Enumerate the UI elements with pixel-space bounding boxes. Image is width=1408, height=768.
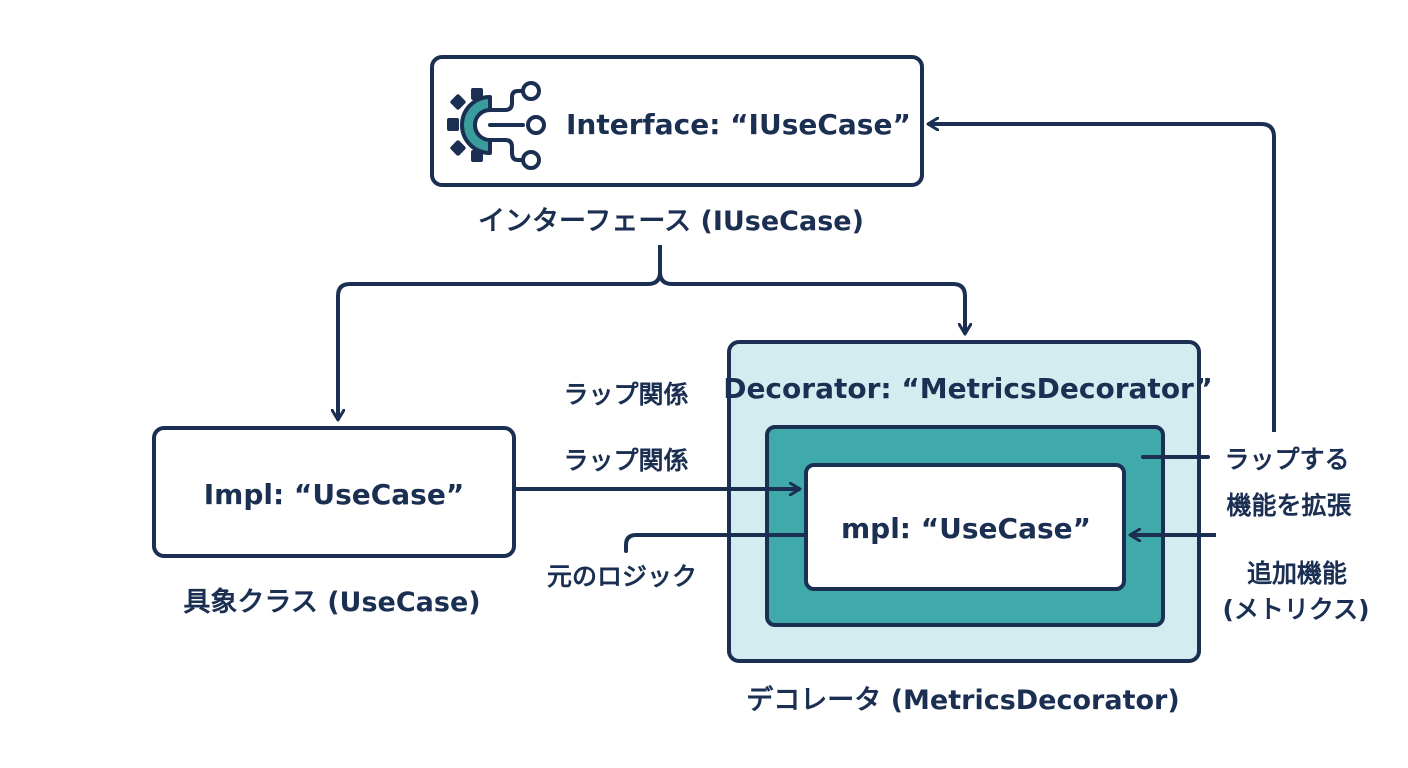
decorator-caption: デコレータ (MetricsDecorator) <box>746 684 1179 716</box>
impl-caption: 具象クラス (UseCase) <box>183 586 480 618</box>
added-function-label: 追加機能 <box>1247 559 1347 588</box>
decorator-to-interface-arrow <box>928 124 1276 432</box>
interface-to-decorator-arrow <box>658 271 965 334</box>
extends-function-label: 機能を拡張 <box>1226 491 1352 520</box>
wrap-relation-label-1: ラップ関係 <box>563 380 688 409</box>
gear-circuit-icon <box>447 81 546 170</box>
interface-box-label: Interface: “IUseCase” <box>566 108 911 141</box>
original-logic-label: 元のロジック <box>547 562 697 591</box>
interface-caption: インターフェース (IUseCase) <box>478 206 864 237</box>
original-logic-connector <box>624 533 808 553</box>
wrapped-impl-box <box>804 463 1126 591</box>
metrics-label: (メトリクス) <box>1222 595 1369 624</box>
impl-box-label: Impl: “UseCase” <box>204 478 464 511</box>
wrap-relation-label-2: ラップ関係 <box>563 446 688 475</box>
wraps-label: ラップする <box>1224 445 1349 474</box>
interface-box <box>430 55 924 187</box>
wrapped-impl-label: mpl: “UseCase” <box>841 512 1091 545</box>
impl-box <box>152 426 516 558</box>
decorator-box-label: Decorator: “MetricsDecorator” <box>723 372 1213 405</box>
